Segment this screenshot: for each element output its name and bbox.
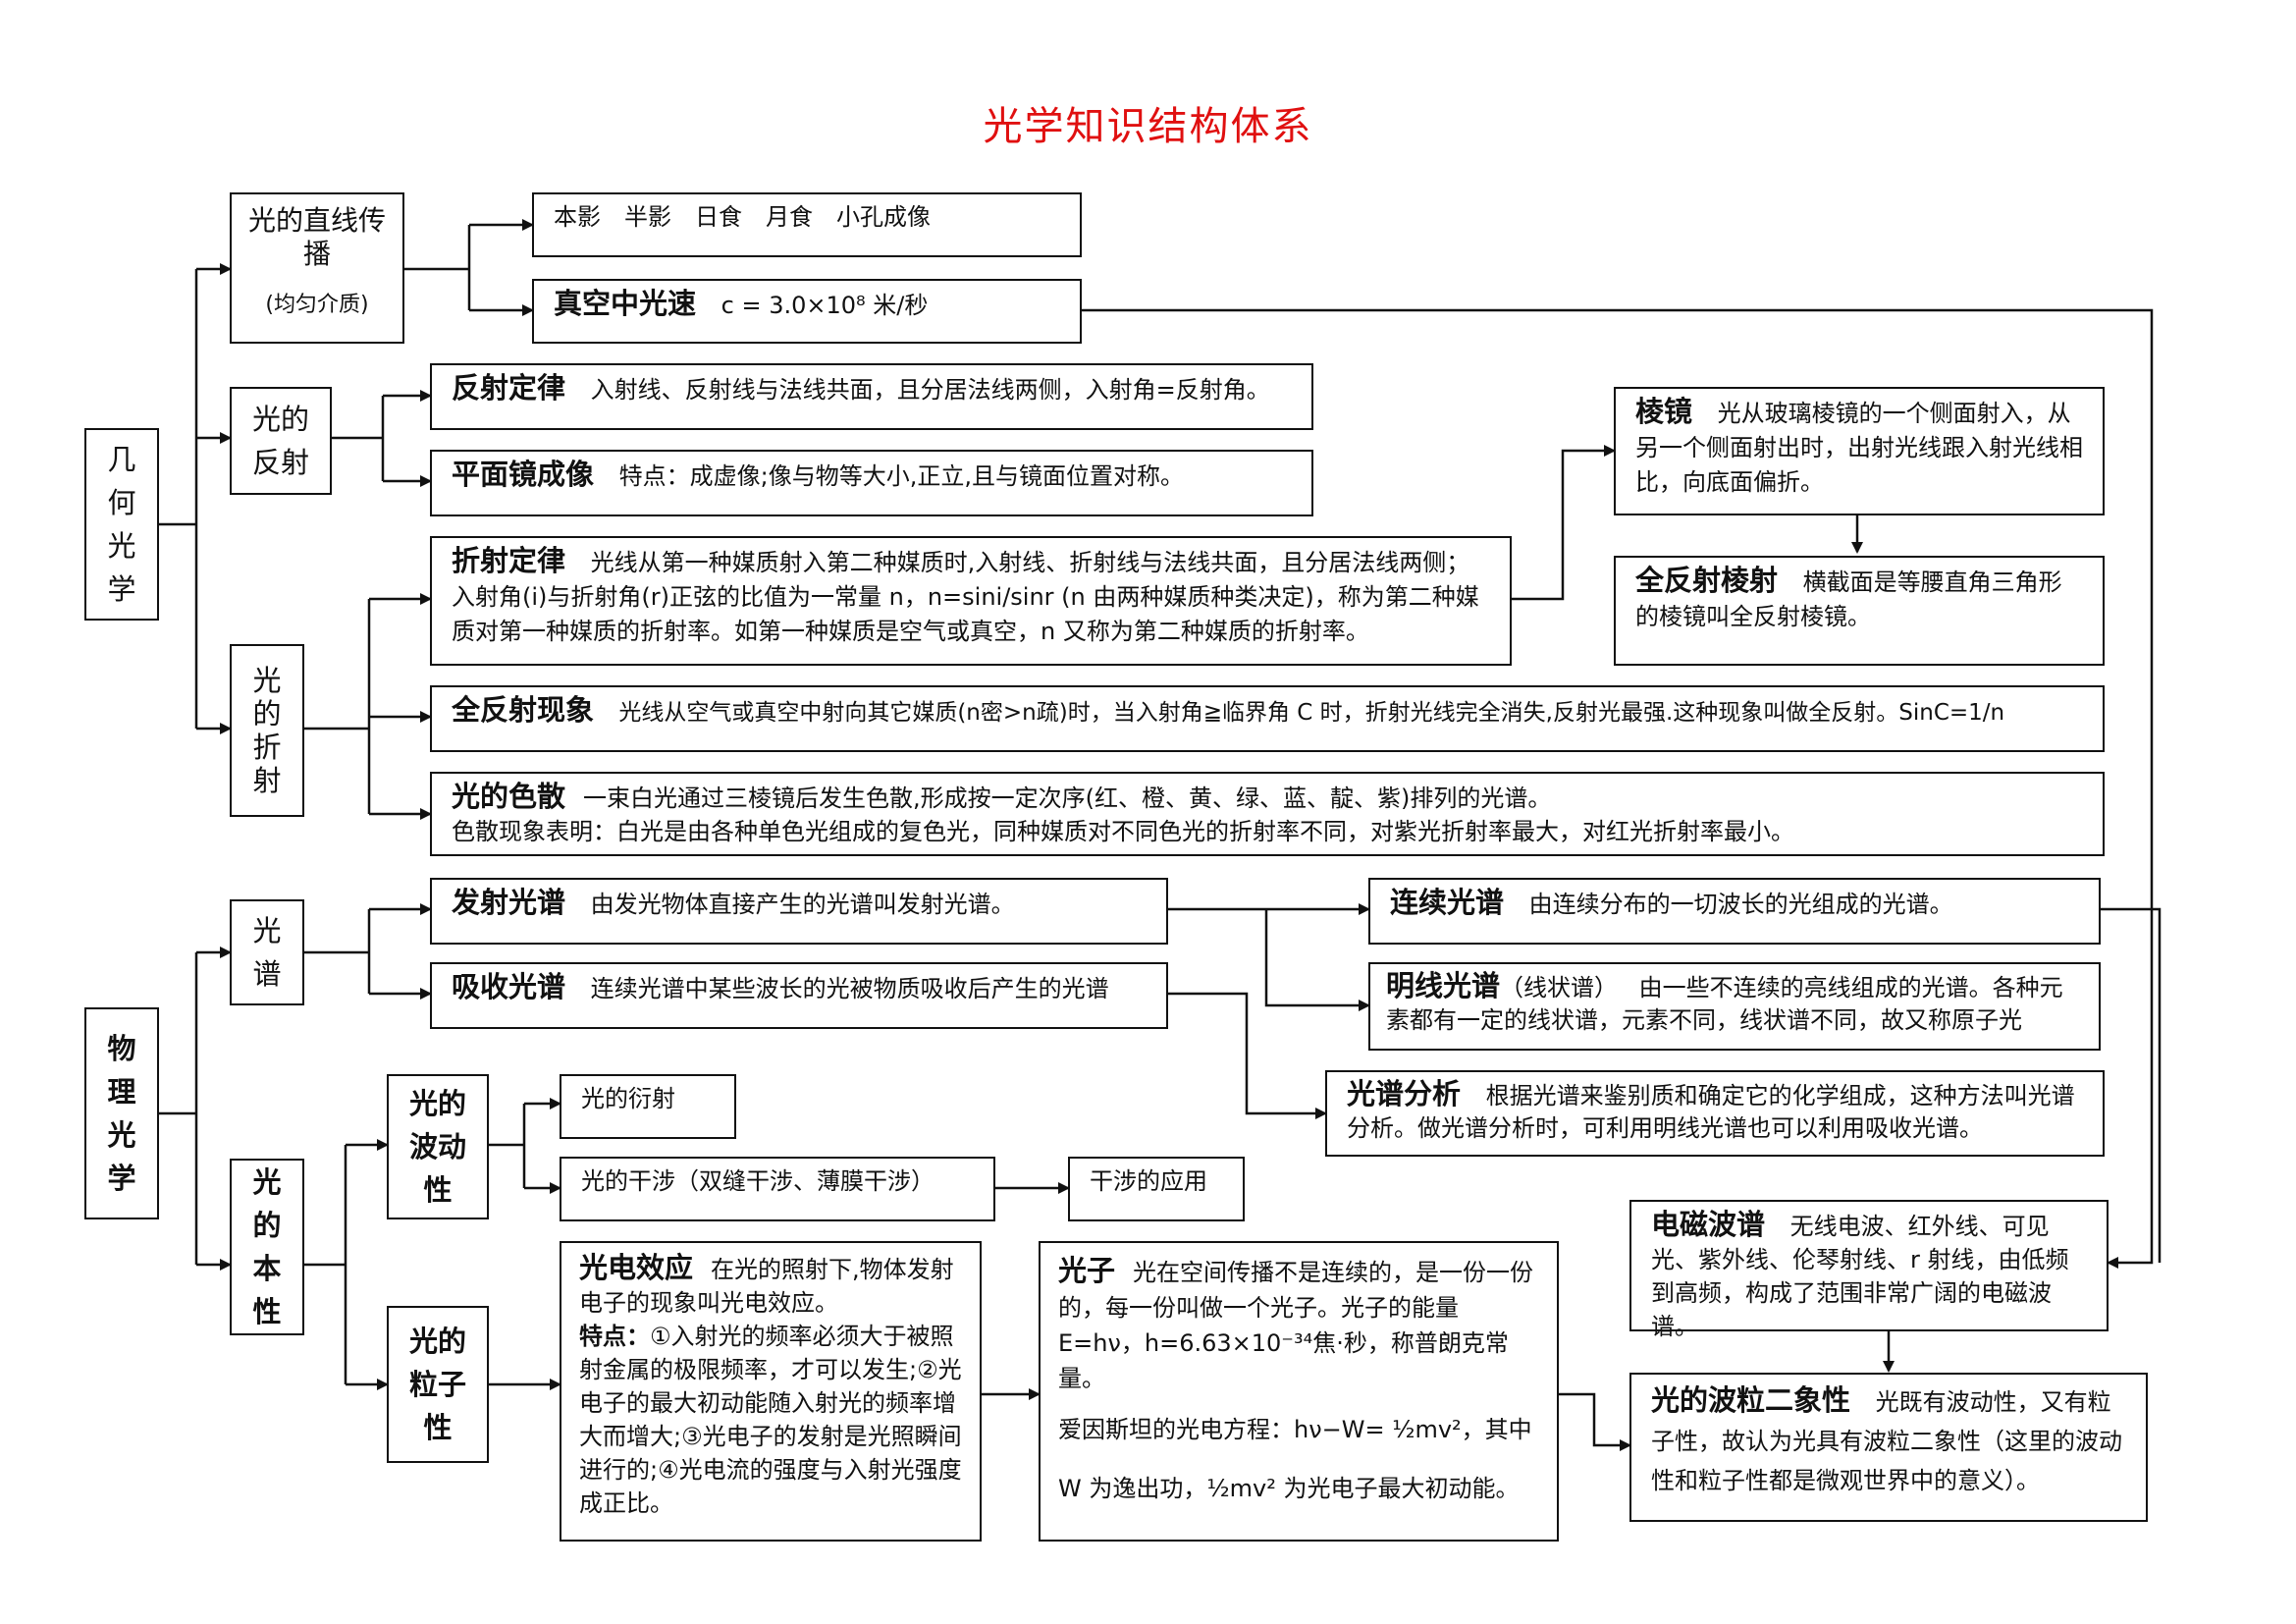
refraction-law-box: 折射定律 光线从第一种媒质射入第二种媒质时,入射线、折射线与法线共面，且分居法线… [430, 536, 1512, 666]
total-reflection-prism-text: 横截面是等腰直角三角形的棱镜叫全反射棱镜。 [1635, 568, 2062, 630]
reflection-law-head: 反射定律 [452, 371, 566, 405]
photoelectric-equation: 爱因斯坦的光电方程：hν−W= ½mv²，其中 [1058, 1416, 1532, 1443]
photon-text: 光在空间传播不是连续的，是一份一份的，每一份叫做一个光子。光子的能量 E=hν，… [1058, 1259, 1534, 1392]
diffraction-text: 光的衍射 [581, 1085, 675, 1112]
emission-spectrum-head: 发射光谱 [452, 886, 566, 919]
interference-application-text: 干涉的应用 [1090, 1167, 1207, 1195]
interference-text: 光的干涉（双缝干涉、薄膜干涉） [581, 1167, 934, 1195]
absorption-spectrum-head: 吸收光谱 [452, 970, 566, 1003]
refraction-label: 光的折射 [252, 664, 282, 797]
plane-mirror-text: 特点：成虚像;像与物等大小,正立,且与镜面位置对称。 [618, 462, 1184, 490]
straight-propagation-node: 光的直线传播 (均匀介质) [230, 192, 404, 344]
line-spectrum-box: 明线光谱（线状谱） 由一些不连续的亮线组成的光谱。各种元素都有一定的线状谱，元素… [1368, 962, 2101, 1051]
wave-nature-label: 光的波动性 [408, 1087, 466, 1207]
photoelectric-features-text: ①入射光的频率必须大于被照射金属的极限频率，才可以发生;②光电子的最大初动能随入… [579, 1323, 962, 1517]
nature-of-light-node: 光的本性 [230, 1159, 304, 1335]
line-spectrum-text: 由一些不连续的亮线组成的光谱。各种元素都有一定的线状谱，元素不同，线状谱不同，故… [1386, 974, 2063, 1034]
continuous-spectrum-text: 由连续分布的一切波长的光组成的光谱。 [1528, 891, 1953, 918]
photoelectric-effect-box: 光电效应在光的照射下,物体发射电子的现象叫光电效应。 特点：①入射光的频率必须大… [560, 1241, 982, 1542]
line-spectrum-head: 明线光谱 [1386, 969, 1501, 1002]
light-speed-text: c = 3.0×10⁸ 米/秒 [721, 292, 929, 319]
continuous-spectrum-box: 连续光谱 由连续分布的一切波长的光组成的光谱。 [1368, 878, 2101, 945]
total-reflection-box: 全反射现象 光线从空气或真空中射向其它媒质(n密>n疏)时，当入射角≧临界角 C… [430, 685, 2105, 752]
photoelectric-equation-note: W 为逸出功，½mv² 为光电子最大初动能。 [1058, 1475, 1520, 1502]
straight-propagation-label: 光的直线传播 [248, 204, 387, 270]
em-spectrum-text: 无线电波、红外线、可见光、紫外线、伦琴射线、r 射线，由低频到高频，构成了范围非… [1651, 1213, 2069, 1340]
nature-of-light-label: 光的本性 [252, 1165, 282, 1328]
physical-optics-label: 物理光学 [107, 1032, 136, 1195]
plane-mirror-box: 平面镜成像 特点：成虚像;像与物等大小,正立,且与镜面位置对称。 [430, 450, 1313, 516]
refraction-node: 光的折射 [230, 644, 304, 817]
reflection-law-box: 反射定律 入射线、反射线与法线共面，且分居法线两侧，入射角=反射角。 [430, 363, 1313, 430]
light-speed-head: 真空中光速 [554, 287, 697, 320]
light-speed-box: 真空中光速 c = 3.0×10⁸ 米/秒 [532, 279, 1082, 344]
absorption-spectrum-box: 吸收光谱 连续光谱中某些波长的光被物质吸收后产生的光谱 [430, 962, 1168, 1029]
spectral-analysis-box: 光谱分析 根据光谱来鉴别质和确定它的化学组成，这种方法叫光谱分析。做光谱分析时，… [1325, 1070, 2105, 1157]
wave-nature-node: 光的波动性 [387, 1074, 489, 1219]
prism-box: 棱镜 光从玻璃棱镜的一个侧面射入，从另一个侧面射出时，出射光线跟入射光线相比，向… [1614, 387, 2105, 515]
geometric-optics-node: 几何光学 [84, 428, 159, 621]
continuous-spectrum-head: 连续光谱 [1390, 886, 1505, 919]
total-reflection-head: 全反射现象 [452, 693, 595, 727]
total-reflection-prism-box: 全反射棱射 横截面是等腰直角三角形的棱镜叫全反射棱镜。 [1614, 556, 2105, 666]
photoelectric-features-tag: 特点： [579, 1323, 650, 1350]
prism-text: 光从玻璃棱镜的一个侧面射入，从另一个侧面射出时，出射光线跟入射光线相比，向底面偏… [1635, 400, 2083, 496]
em-spectrum-box: 电磁波谱 无线电波、红外线、可见光、紫外线、伦琴射线、r 射线，由低频到高频，构… [1629, 1200, 2109, 1340]
spectral-analysis-head: 光谱分析 [1347, 1077, 1462, 1110]
wave-particle-duality-box: 光的波粒二象性 光既有波动性，又有粒子性，故认为光具有波粒二象性（这里的波动性和… [1629, 1373, 2148, 1522]
particle-nature-node: 光的粒子性 [387, 1306, 489, 1463]
photoelectric-effect-text: 在光的照射下,物体发射电子的现象叫光电效应。 [579, 1256, 954, 1317]
photon-head: 光子 [1058, 1254, 1116, 1287]
page-title: 光学知识结构体系 [983, 104, 1313, 149]
reflection-law-text: 入射线、反射线与法线共面，且分居法线两侧，入射角=反射角。 [590, 376, 1270, 404]
shadows-box: 本影 半影 日食 月食 小孔成像 [532, 192, 1082, 257]
emission-spectrum-box: 发射光谱 由发光物体直接产生的光谱叫发射光谱。 [430, 878, 1168, 945]
physical-optics-node: 物理光学 [84, 1007, 159, 1219]
interference-application-box: 干涉的应用 [1068, 1157, 1245, 1221]
wave-particle-duality-text: 光既有波动性，又有粒子性，故认为光具有波粒二象性（这里的波动性和粒子性都是微观世… [1651, 1388, 2122, 1494]
spectrum-node: 光谱 [230, 899, 304, 1005]
photon-box: 光子光在空间传播不是连续的，是一份一份的，每一份叫做一个光子。光子的能量 E=h… [1039, 1241, 1559, 1542]
refraction-law-head: 折射定律 [452, 544, 566, 577]
dispersion-text: 一束白光通过三棱镜后发生色散,形成按一定次序(红、橙、黄、绿、蓝、靛、紫)排列的… [583, 785, 1552, 812]
total-reflection-text: 光线从空气或真空中射向其它媒质(n密>n疏)时，当入射角≧临界角 C 时，折射光… [618, 700, 2005, 726]
plane-mirror-head: 平面镜成像 [452, 458, 595, 491]
dispersion-head: 光的色散 [452, 780, 566, 813]
absorption-spectrum-text: 连续光谱中某些波长的光被物质吸收后产生的光谱 [590, 975, 1109, 1002]
em-spectrum-head: 电磁波谱 [1651, 1208, 1766, 1241]
refraction-law-text: 光线从第一种媒质射入第二种媒质时,入射线、折射线与法线共面，且分居法线两侧；入射… [452, 549, 1479, 645]
dispersion-box: 光的色散一束白光通过三棱镜后发生色散,形成按一定次序(红、橙、黄、绿、蓝、靛、紫… [430, 772, 2105, 856]
shadows-text: 本影 半影 日食 月食 小孔成像 [554, 203, 931, 231]
dispersion-text-2: 色散现象表明：白光是由各种单色光组成的复色光，同种媒质对不同色光的折射率不同，对… [452, 818, 1794, 845]
diffraction-box: 光的衍射 [560, 1074, 736, 1139]
interference-box: 光的干涉（双缝干涉、薄膜干涉） [560, 1157, 995, 1221]
particle-nature-label: 光的粒子性 [408, 1325, 466, 1444]
spectral-analysis-text: 根据光谱来鉴别质和确定它的化学组成，这种方法叫光谱分析。做光谱分析时，可利用明线… [1347, 1082, 2075, 1142]
prism-head: 棱镜 [1635, 395, 1693, 428]
line-spectrum-paren: （线状谱） [1500, 974, 1619, 1001]
total-reflection-prism-head: 全反射棱射 [1635, 564, 1779, 597]
spectrum-label: 光谱 [252, 914, 282, 991]
wave-particle-duality-head: 光的波粒二象性 [1651, 1383, 1851, 1417]
emission-spectrum-text: 由发光物体直接产生的光谱叫发射光谱。 [590, 891, 1015, 918]
straight-propagation-note: (均匀介质) [265, 293, 369, 317]
photoelectric-effect-head: 光电效应 [579, 1251, 694, 1284]
geometric-optics-label: 几何光学 [107, 443, 136, 606]
reflection-node: 光的反射 [230, 387, 332, 495]
reflection-label: 光的反射 [251, 403, 309, 479]
